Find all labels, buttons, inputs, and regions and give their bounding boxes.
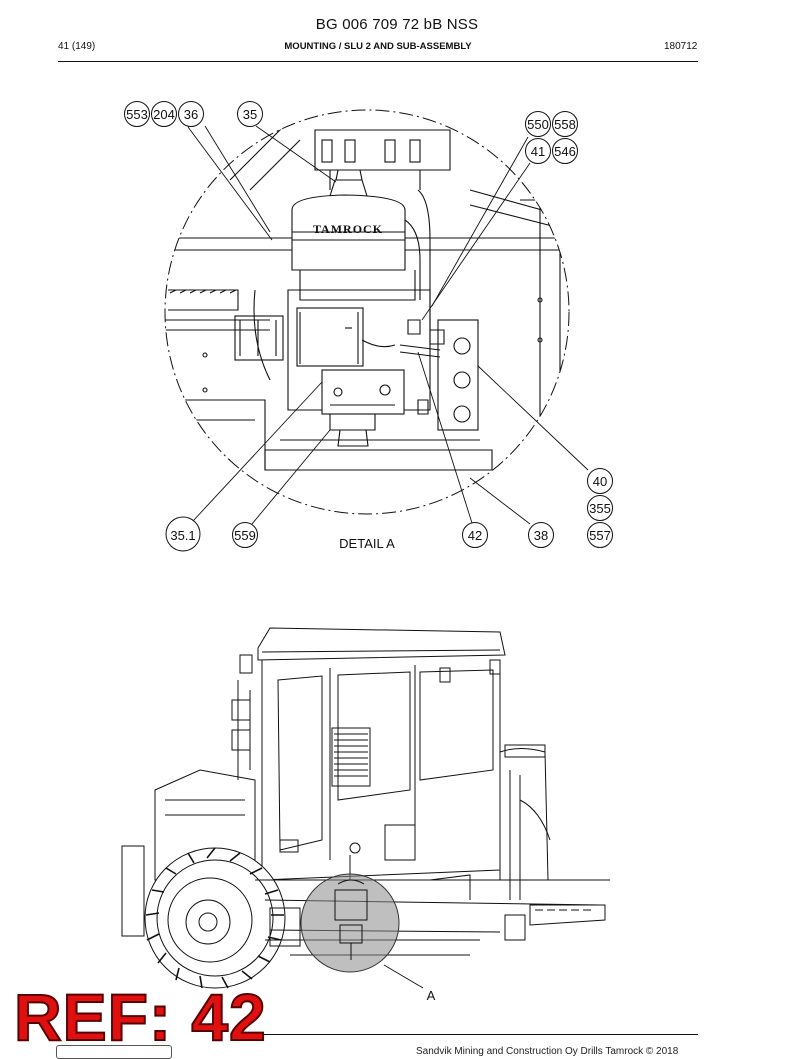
svg-text:355: 355 (589, 501, 611, 516)
svg-text:40: 40 (593, 474, 607, 489)
detail-marker-leader (383, 964, 424, 989)
svg-text:38: 38 (534, 528, 548, 543)
highlight-internal (334, 879, 368, 960)
callout-35-1: 35.1 (165, 516, 201, 552)
reference-stamp: REF: 42 (13, 980, 267, 1054)
svg-text:42: 42 (468, 528, 482, 543)
brand-mark: TAMROCK (313, 222, 383, 236)
callout-36: 36 (178, 101, 204, 127)
callout-bubbles: 553 204 36 35 550 558 41 546 40 355 557 … (124, 101, 613, 552)
svg-text:550: 550 (527, 117, 549, 132)
machine-overview (121, 627, 610, 989)
callout-557: 557 (587, 522, 613, 548)
svg-text:35.1: 35.1 (170, 528, 195, 543)
callout-546: 546 (552, 138, 578, 164)
callout-553: 553 (124, 101, 150, 127)
document-title: BG 006 709 72 bB NSS (315, 16, 479, 33)
svg-text:35: 35 (243, 107, 257, 122)
callout-35: 35 (237, 101, 263, 127)
document-code: 180712 (664, 41, 698, 52)
svg-text:557: 557 (589, 528, 611, 543)
callout-558: 558 (552, 111, 578, 137)
callout-559: 559 (232, 522, 258, 548)
detail-a-view: TAMROCK (164, 109, 570, 515)
leader-lines (187, 125, 589, 525)
svg-text:546: 546 (554, 144, 576, 159)
footer-copyright: Sandvik Mining and Construction Oy Drill… (416, 1046, 679, 1057)
callout-41: 41 (525, 138, 551, 164)
callout-550: 550 (525, 111, 551, 137)
callout-40: 40 (587, 468, 613, 494)
detail-marker-label: A (427, 988, 436, 1003)
callout-38: 38 (528, 522, 554, 548)
svg-text:36: 36 (184, 107, 198, 122)
callout-42: 42 (462, 522, 488, 548)
footer-rule (248, 1034, 698, 1035)
svg-text:558: 558 (554, 117, 576, 132)
section-title: MOUNTING / SLU 2 AND SUB-ASSEMBLY (284, 41, 472, 52)
svg-text:204: 204 (153, 107, 175, 122)
svg-text:553: 553 (126, 107, 148, 122)
detail-a-highlight (300, 873, 400, 973)
callout-355: 355 (587, 495, 613, 521)
header-rule (58, 61, 698, 62)
svg-text:41: 41 (531, 144, 545, 159)
svg-text:559: 559 (234, 528, 256, 543)
page-number: 41 (149) (58, 41, 96, 52)
callout-204: 204 (151, 101, 177, 127)
detail-label: DETAIL A (339, 536, 395, 551)
